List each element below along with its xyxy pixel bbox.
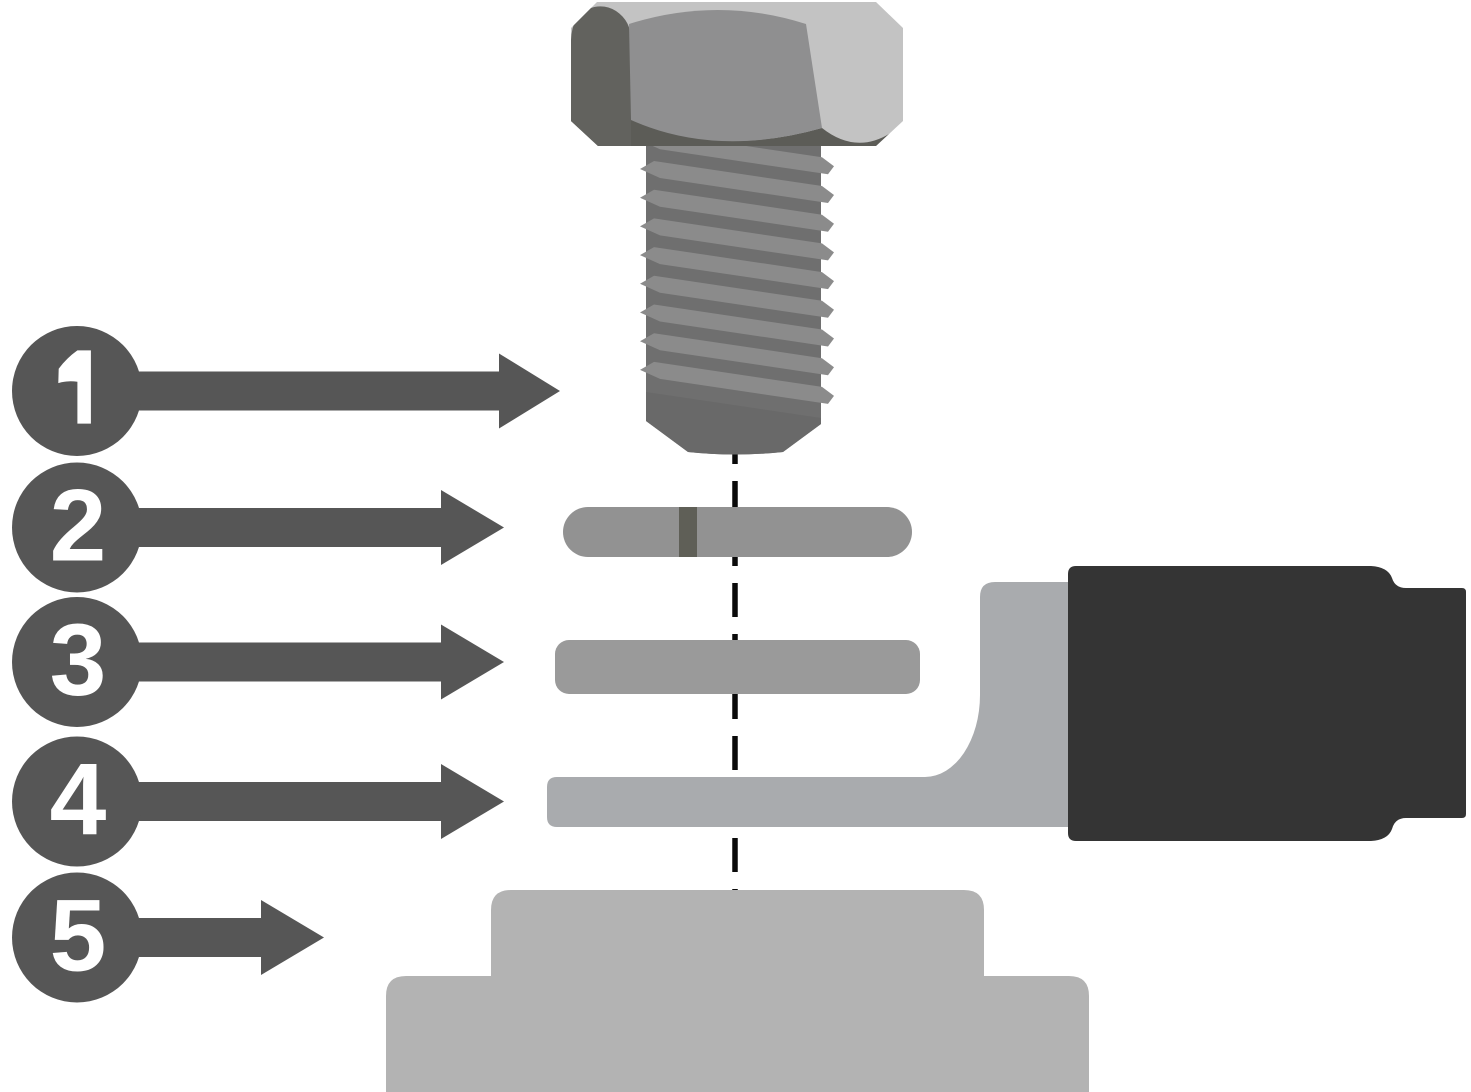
svg-text:2: 2 [50, 469, 107, 583]
svg-text:3: 3 [50, 603, 107, 717]
svg-text:5: 5 [50, 879, 107, 993]
svg-text:4: 4 [50, 743, 107, 857]
